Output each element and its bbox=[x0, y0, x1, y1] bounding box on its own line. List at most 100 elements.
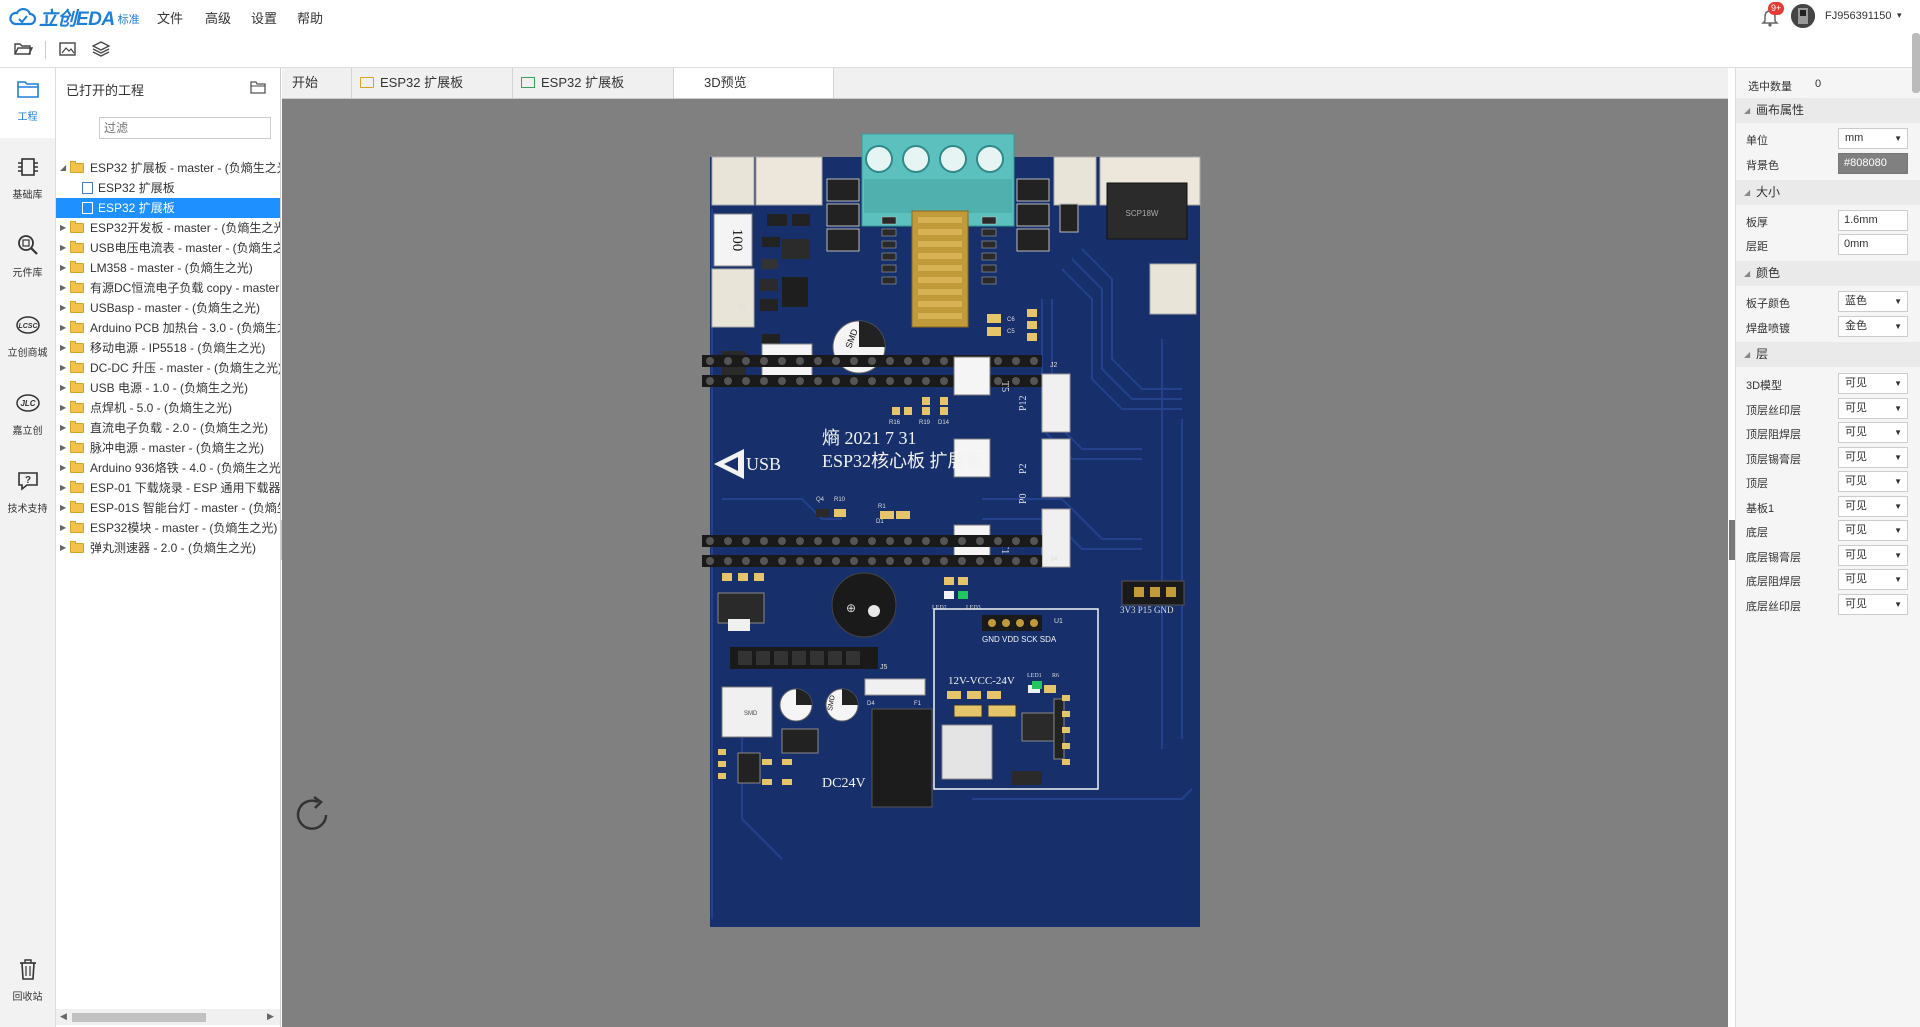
board-color-select[interactable]: 蓝色▼ bbox=[1838, 291, 1908, 312]
expand-icon[interactable]: ▶ bbox=[60, 483, 67, 492]
expand-icon[interactable]: ▶ bbox=[60, 543, 67, 552]
menu-settings[interactable]: 设置 bbox=[251, 11, 278, 26]
vertical-scrollbar[interactable] bbox=[1912, 33, 1920, 93]
layer-visibility-select[interactable]: 可见▼ bbox=[1838, 471, 1908, 492]
expand-icon[interactable]: ▶ bbox=[60, 263, 67, 272]
expand-icon[interactable]: ▶ bbox=[60, 303, 67, 312]
folder-icon[interactable] bbox=[250, 80, 266, 94]
tree-project-esp32-ext[interactable]: ◢ ESP32 扩展板 - master - (负熵生之光) bbox=[56, 158, 280, 178]
section-color[interactable]: ◢ 颜色 bbox=[1736, 261, 1920, 286]
user-name[interactable]: FJ956391150 bbox=[1825, 10, 1892, 22]
spacing-input[interactable]: 0mm bbox=[1838, 234, 1908, 255]
expand-icon[interactable]: ▶ bbox=[60, 343, 67, 352]
tree-project[interactable]: ▶ESP32模块 - master - (负熵生之光) bbox=[56, 518, 280, 538]
app-logo[interactable]: 立创EDA 标准 bbox=[8, 6, 140, 30]
scrollbar-thumb[interactable] bbox=[72, 1013, 206, 1022]
section-title: 层 bbox=[1756, 347, 1769, 361]
layer-visibility-select[interactable]: 可见▼ bbox=[1838, 545, 1908, 566]
layer-visibility-select[interactable]: 可见▼ bbox=[1838, 422, 1908, 443]
silk-r19: R19 bbox=[919, 420, 931, 426]
panel-collapse-handle[interactable] bbox=[1729, 520, 1735, 560]
bg-color-input[interactable]: #808080 bbox=[1838, 153, 1908, 174]
3d-preview-canvas[interactable]: 100 100 R9 SMD bbox=[282, 99, 1728, 1027]
section-size[interactable]: ◢ 大小 bbox=[1736, 180, 1920, 205]
expand-icon[interactable]: ▶ bbox=[60, 243, 67, 252]
menu-help[interactable]: 帮助 bbox=[297, 11, 324, 26]
open-folder-icon[interactable] bbox=[13, 40, 33, 58]
unit-select[interactable]: mm▼ bbox=[1838, 128, 1908, 149]
expand-icon[interactable]: ▶ bbox=[60, 323, 67, 332]
avatar[interactable] bbox=[1791, 4, 1815, 28]
scroll-left-icon[interactable]: ◀ bbox=[60, 1011, 67, 1021]
layer-visibility-select[interactable]: 可见▼ bbox=[1838, 569, 1908, 590]
layer-visibility-select[interactable]: 可见▼ bbox=[1838, 398, 1908, 419]
image-icon[interactable] bbox=[58, 40, 78, 58]
tree-project[interactable]: ▶有源DC恒流电子负载 copy - master bbox=[56, 278, 280, 298]
layer-visibility-value: 可见 bbox=[1845, 549, 1867, 561]
expand-icon[interactable]: ▶ bbox=[60, 443, 67, 452]
tree-project[interactable]: ▶ Arduino PCB 加热台 - 3.0 - (负熵生之光) bbox=[56, 318, 280, 338]
layer-visibility-select[interactable]: 可见▼ bbox=[1838, 496, 1908, 517]
nav-component-lib[interactable]: 元件库 bbox=[0, 224, 55, 294]
tree-file-schematic[interactable]: ESP32 扩展板 bbox=[56, 178, 280, 198]
thickness-input[interactable]: 1.6mm bbox=[1838, 210, 1908, 231]
menu-file[interactable]: 文件 bbox=[157, 11, 184, 26]
tab-pcb[interactable]: ESP32 扩展板 bbox=[513, 68, 674, 98]
scroll-right-icon[interactable]: ▶ bbox=[267, 1011, 274, 1021]
filter-input[interactable] bbox=[99, 117, 271, 139]
tree-project[interactable]: ▶DC-DC 升压 - master - (负熵生之光) bbox=[56, 358, 280, 378]
menu-advanced[interactable]: 高级 bbox=[205, 11, 232, 26]
tree-item-label: Arduino PCB 加热台 - 3.0 - (负熵生之光) bbox=[90, 321, 280, 335]
expand-icon[interactable]: ▶ bbox=[60, 523, 67, 532]
expand-icon[interactable]: ▶ bbox=[60, 403, 67, 412]
expand-icon[interactable]: ▶ bbox=[60, 283, 67, 292]
chevron-down-icon: ▼ bbox=[1894, 600, 1902, 609]
layer-label: 底层丝印层 bbox=[1746, 601, 1801, 613]
expand-icon[interactable]: ▶ bbox=[60, 363, 67, 372]
tree-project[interactable]: ▶USBasp - master - (负熵生之光) bbox=[56, 298, 280, 318]
nav-lcsc-mall[interactable]: LCSC 立创商城 bbox=[0, 304, 55, 374]
nav-recycle-bin[interactable]: 回收站 bbox=[0, 948, 55, 1018]
expand-icon[interactable]: ▶ bbox=[60, 463, 67, 472]
layer-visibility-select[interactable]: 可见▼ bbox=[1838, 594, 1908, 615]
pad-plating-select[interactable]: 金色▼ bbox=[1838, 316, 1908, 337]
nav-basic-lib[interactable]: 基础库 bbox=[0, 146, 55, 216]
tree-file-pcb[interactable]: ESP32 扩展板 bbox=[56, 198, 280, 218]
tree-project[interactable]: ▶LM358 - master - (负熵生之光) bbox=[56, 258, 280, 278]
folder-icon bbox=[70, 381, 84, 393]
tree-project[interactable]: ▶ESP-01 下载烧录 - ESP 通用下载器 bbox=[56, 478, 280, 498]
nav-jlc[interactable]: JLC 嘉立创 bbox=[0, 382, 55, 452]
tree-project[interactable]: ▶Arduino 936烙铁 - 4.0 - (负熵生之光) bbox=[56, 458, 280, 478]
layer-visibility-value: 可见 bbox=[1845, 377, 1867, 389]
silk-j4: J4 bbox=[1050, 556, 1058, 563]
layer-label: 基板1 bbox=[1746, 503, 1775, 515]
expand-icon[interactable]: ▶ bbox=[60, 423, 67, 432]
tree-project[interactable]: ▶ESP-01S 智能台灯 - master - (负熵生之光) bbox=[56, 498, 280, 518]
tree-project[interactable]: ▶脉冲电源 - master - (负熵生之光) bbox=[56, 438, 280, 458]
layer-visibility-select[interactable]: 可见▼ bbox=[1838, 520, 1908, 541]
expand-icon[interactable]: ▶ bbox=[60, 503, 67, 512]
tree-project[interactable]: ▶移动电源 - IP5518 - (负熵生之光) bbox=[56, 338, 280, 358]
layers-icon[interactable] bbox=[91, 40, 111, 58]
expand-icon[interactable]: ▶ bbox=[60, 383, 67, 392]
expand-icon[interactable]: ▶ bbox=[60, 223, 67, 232]
horizontal-scrollbar[interactable]: ◀ ▶ bbox=[56, 1009, 280, 1025]
nav-project[interactable]: 工程 bbox=[0, 68, 55, 138]
section-canvas-props[interactable]: ◢ 画布属性 bbox=[1736, 98, 1920, 123]
chevron-down-icon[interactable]: ▾ bbox=[1897, 10, 1902, 20]
layer-visibility-select[interactable]: 可见▼ bbox=[1838, 447, 1908, 468]
section-layers[interactable]: ◢ 层 bbox=[1736, 342, 1920, 367]
tab-3d-preview[interactable]: 3D预览 bbox=[674, 68, 834, 98]
tab-start[interactable]: 开始 bbox=[282, 68, 352, 98]
nav-tech-support[interactable]: ? 技术支持 bbox=[0, 460, 55, 530]
tree-project[interactable]: ▶直流电子负载 - 2.0 - (负熵生之光) bbox=[56, 418, 280, 438]
tree-project[interactable]: ▶弹丸测速器 - 2.0 - (负熵生之光) bbox=[56, 538, 280, 558]
layer-visibility-select[interactable]: 可见▼ bbox=[1838, 373, 1908, 394]
tab-project[interactable]: ESP32 扩展板 bbox=[352, 68, 513, 98]
rotate-icon[interactable] bbox=[290, 793, 334, 837]
tree-project[interactable]: ▶USB 电源 - 1.0 - (负熵生之光) bbox=[56, 378, 280, 398]
collapse-icon[interactable]: ◢ bbox=[60, 163, 67, 172]
tree-project[interactable]: ▶ESP32开发板 - master - (负熵生之光) bbox=[56, 218, 280, 238]
tree-project[interactable]: ▶点焊机 - 5.0 - (负熵生之光) bbox=[56, 398, 280, 418]
tree-project[interactable]: ▶USB电压电流表 - master - (负熵生之光) bbox=[56, 238, 280, 258]
